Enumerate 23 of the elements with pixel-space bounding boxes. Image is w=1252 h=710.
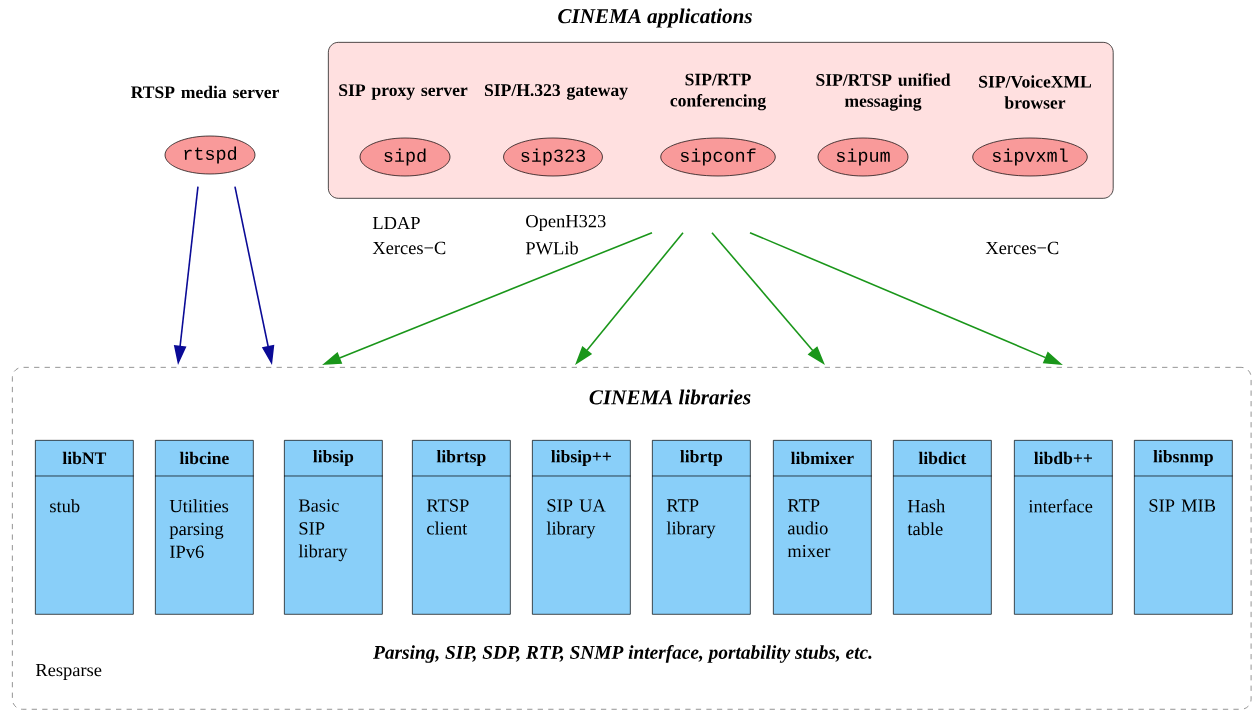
dependency-label: LDAP xyxy=(372,216,420,230)
program-heading: SIP/H.323 gateway xyxy=(484,84,628,100)
program-heading: SIP/RTSP unified messaging xyxy=(816,73,951,111)
dependency-label: Resparse xyxy=(35,664,102,680)
dependency-label: Xerces−C xyxy=(985,241,1059,255)
library-box: libdict Hash table xyxy=(892,440,993,615)
library-box: libsip++ SIP UA library xyxy=(531,440,632,615)
program-heading: SIP/VoiceXML browser xyxy=(979,75,1092,109)
program-heading: SIP proxy server xyxy=(339,84,468,100)
program-heading: RTSP media server xyxy=(130,85,279,99)
library-box: libNT stub xyxy=(34,440,135,615)
library-box: libdb++ interface xyxy=(1013,440,1114,615)
dependency-label: PWLib xyxy=(525,241,578,255)
library-box: libcine Utilities parsing IPv6 xyxy=(154,440,255,615)
library-box: libsip Basic SIP library xyxy=(283,440,384,615)
library-box: librtp RTP library xyxy=(651,440,752,615)
dependency-label: OpenH323 xyxy=(526,214,606,232)
library-box: libmixer RTP audio mixer xyxy=(772,440,873,615)
dependency-label: Xerces−C xyxy=(372,241,446,255)
program-heading: SIP/RTP conferencing xyxy=(670,73,766,111)
library-box: librtsp RTSP client xyxy=(411,440,512,615)
node-label: CINEMA applications xyxy=(558,8,752,28)
library-box: libsnmp SIP MIB xyxy=(1133,440,1234,615)
